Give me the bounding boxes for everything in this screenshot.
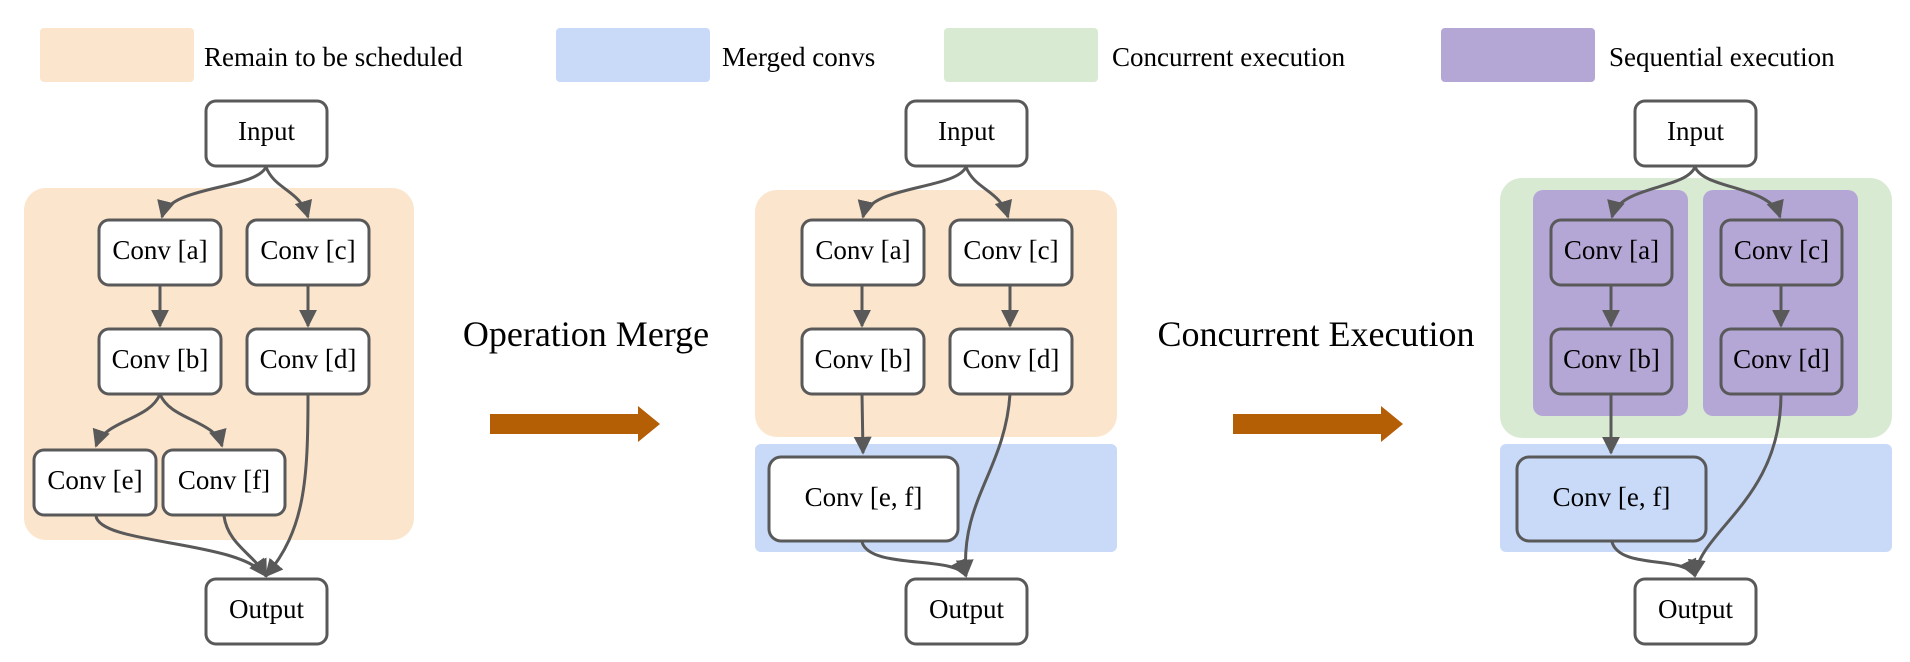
legend-item-remain: Remain to be scheduled — [40, 28, 463, 82]
edge-input-conv-a — [157, 166, 268, 219]
node-conv-ef: Conv [e, f] — [1515, 455, 1708, 543]
node-conv-a: Conv [a] — [97, 218, 223, 287]
node-label: Conv [d] — [260, 344, 357, 374]
node-conv-d: Conv [d] — [948, 327, 1074, 396]
node-input: Input — [904, 99, 1029, 168]
node-input: Input — [1633, 99, 1758, 168]
node-conv-a: Conv [a] — [1549, 218, 1674, 287]
node-label: Input — [238, 116, 295, 146]
panel-concurrent: Input Conv [a] Conv [c] Conv [b] Conv [d… — [1500, 99, 1892, 646]
node-label: Conv [d] — [963, 344, 1060, 374]
edge-conv-b-conv-ef — [853, 393, 872, 455]
transition-arrow-concurrent-execution — [1233, 406, 1403, 442]
legend-label-concurrent: Concurrent execution — [1112, 42, 1346, 72]
edge-input-conv-a — [857, 166, 968, 219]
edge-conv-d-output — [1687, 393, 1783, 578]
node-conv-a: Conv [a] — [800, 218, 926, 287]
edge-conv-f-output — [222, 515, 268, 578]
transition-arrow-operation-merge — [490, 406, 660, 442]
node-output: Output — [1633, 577, 1758, 646]
node-conv-d: Conv [d] — [1719, 327, 1844, 396]
legend-label-merged: Merged convs — [722, 42, 875, 72]
legend: Remain to be scheduled Merged convs Conc… — [40, 28, 1835, 82]
node-conv-c: Conv [c] — [245, 218, 371, 287]
node-label: Output — [229, 594, 305, 624]
node-conv-b: Conv [b] — [97, 327, 223, 396]
node-conv-c: Conv [c] — [1719, 218, 1844, 287]
edge-input-conv-a — [1607, 166, 1697, 219]
node-label: Conv [e, f] — [1553, 482, 1671, 512]
node-label: Output — [1658, 594, 1734, 624]
node-input: Input — [204, 99, 329, 168]
edge-input-conv-c — [964, 166, 1013, 219]
node-conv-e: Conv [e] — [32, 448, 158, 517]
node-output: Output — [204, 577, 329, 646]
node-conv-d: Conv [d] — [245, 327, 371, 396]
node-label: Conv [f] — [178, 465, 270, 495]
panel-original: Input Conv [a] Conv [c] Conv [b] Conv [d… — [24, 99, 414, 646]
node-conv-b: Conv [b] — [800, 327, 926, 396]
node-label: Conv [a] — [112, 235, 207, 265]
node-label: Input — [1667, 116, 1724, 146]
legend-item-concurrent: Concurrent execution — [944, 28, 1346, 82]
node-label: Conv [b] — [112, 344, 209, 374]
node-label: Conv [e, f] — [805, 482, 923, 512]
node-conv-f: Conv [f] — [161, 448, 287, 517]
legend-swatch-sequential — [1441, 28, 1595, 82]
transition-operation-merge: Operation Merge — [463, 314, 709, 442]
legend-label-remain: Remain to be scheduled — [204, 42, 463, 72]
node-conv-b: Conv [b] — [1549, 327, 1674, 396]
node-label: Input — [938, 116, 995, 146]
node-conv-ef: Conv [e, f] — [767, 455, 960, 543]
legend-swatch-remain — [40, 28, 194, 82]
edge-conv-b-conv-f — [158, 393, 227, 448]
edge-input-conv-c — [264, 166, 313, 219]
node-label: Conv [e] — [47, 465, 142, 495]
legend-item-merged: Merged convs — [556, 28, 875, 82]
node-label: Conv [c] — [963, 235, 1058, 265]
legend-swatch-concurrent — [944, 28, 1098, 82]
node-label: Conv [c] — [1734, 235, 1829, 265]
legend-swatch-merged — [556, 28, 710, 82]
transition-concurrent-execution: Concurrent Execution — [1158, 314, 1475, 442]
node-label: Conv [a] — [815, 235, 910, 265]
legend-label-sequential: Sequential execution — [1609, 42, 1835, 72]
edge-conv-b-conv-e — [92, 393, 162, 448]
node-label: Output — [929, 594, 1005, 624]
edge-conv-d-output — [955, 393, 1012, 578]
node-output: Output — [904, 577, 1029, 646]
node-label: Conv [c] — [260, 235, 355, 265]
legend-item-sequential: Sequential execution — [1441, 28, 1835, 82]
node-label: Conv [b] — [815, 344, 912, 374]
edge-input-conv-c — [1693, 166, 1784, 219]
node-label: Conv [b] — [1563, 344, 1660, 374]
edge-conv-d-output — [264, 393, 310, 578]
node-label: Conv [d] — [1733, 344, 1830, 374]
transition-label-operation-merge: Operation Merge — [463, 314, 709, 354]
transition-label-concurrent-execution: Concurrent Execution — [1158, 314, 1475, 354]
node-conv-c: Conv [c] — [948, 218, 1074, 287]
node-label: Conv [a] — [1564, 235, 1659, 265]
panel-merged: Input Conv [a] Conv [c] Conv [b] Conv [d… — [755, 99, 1117, 646]
